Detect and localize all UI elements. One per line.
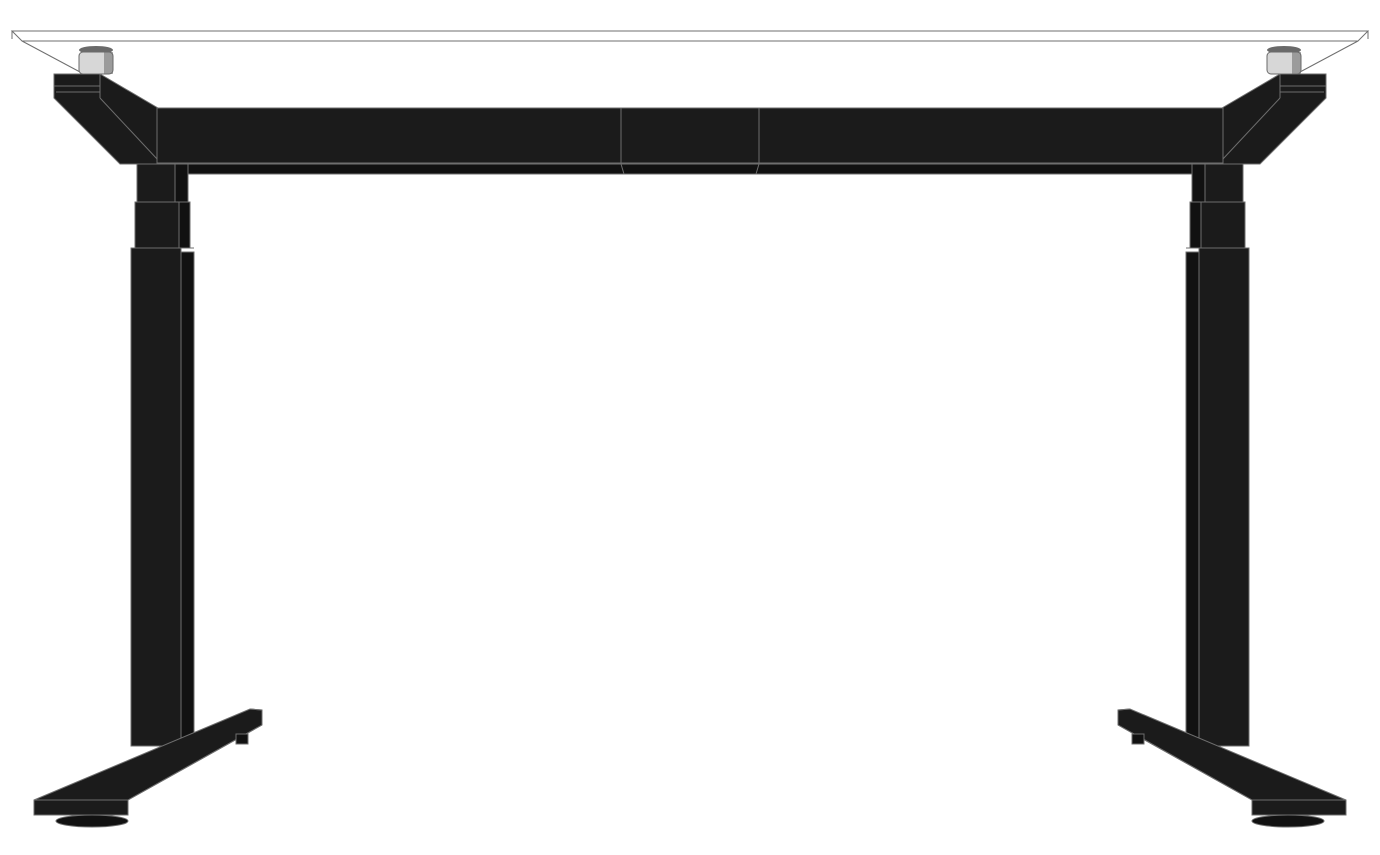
left-leg [130, 163, 195, 747]
tabletop-outline [10, 30, 1370, 73]
left-leveler-knob-icon [78, 46, 114, 75]
left-top-bracket [53, 73, 159, 165]
right-leg [1185, 163, 1250, 747]
crossbar [156, 107, 1224, 175]
right-leveler-knob-icon [1266, 46, 1302, 75]
right-top-bracket [1221, 73, 1327, 165]
left-foot [33, 708, 263, 828]
right-foot [1117, 708, 1347, 828]
